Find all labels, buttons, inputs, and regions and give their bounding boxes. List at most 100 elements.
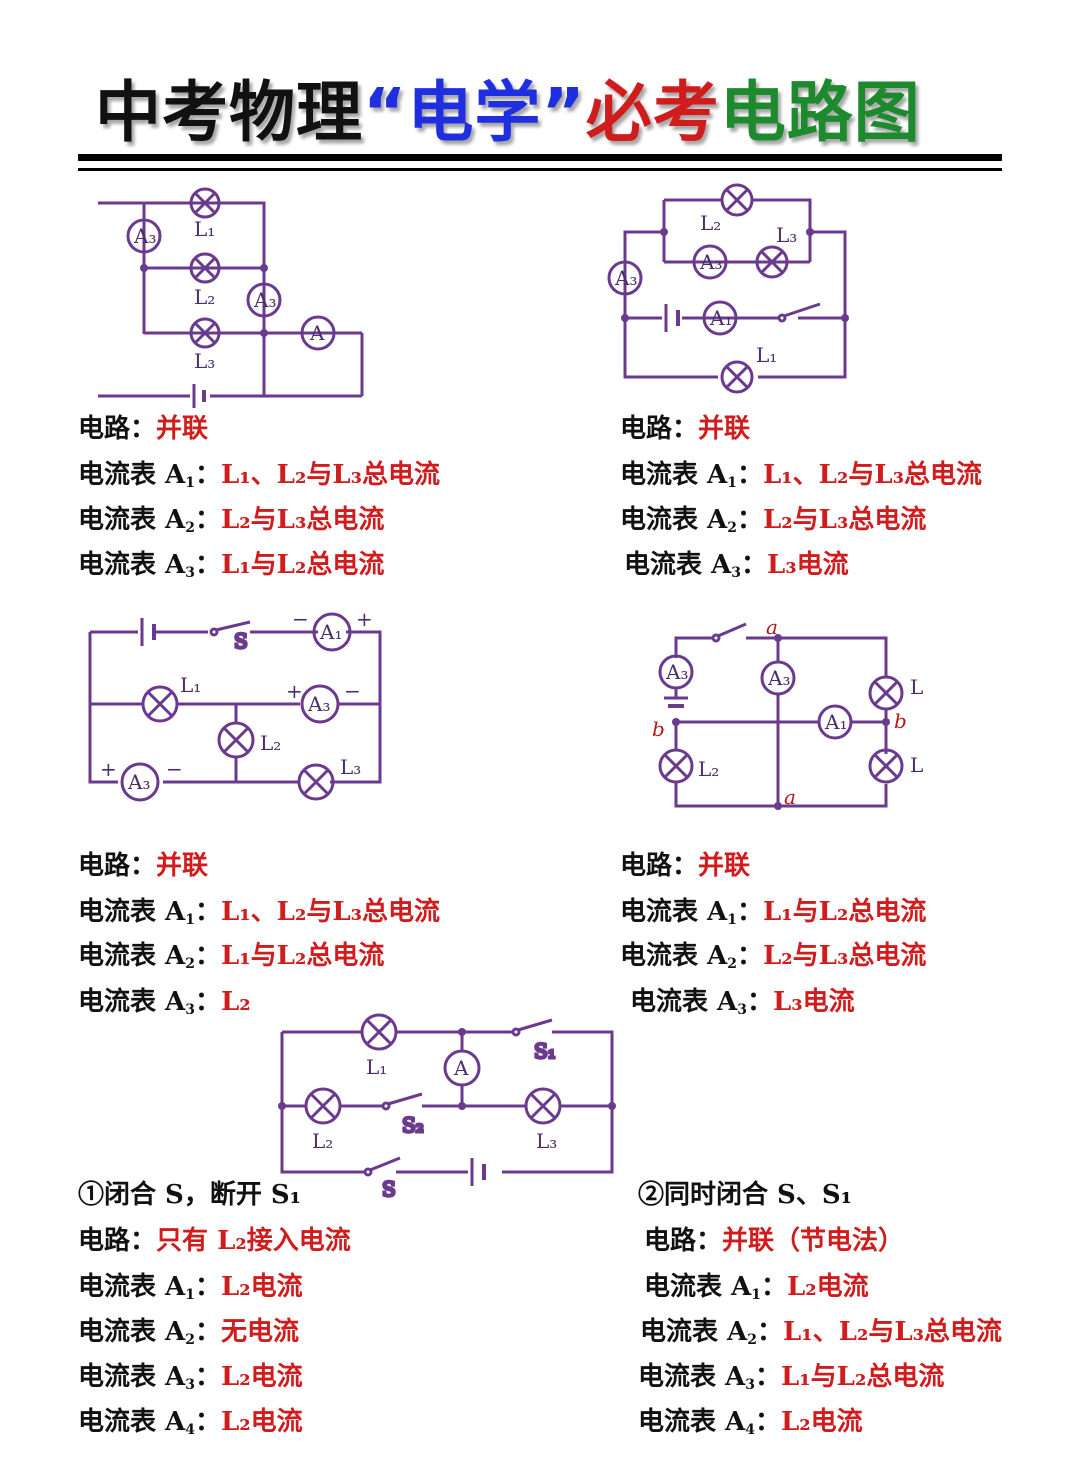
label-A: A (453, 1056, 469, 1080)
lamp-L2: L₂ (189, 252, 221, 309)
junction-node (608, 1102, 616, 1110)
case1-heading: ①闭合 S，断开 S₁ (78, 1180, 302, 1210)
label-L2: L₂ (312, 1129, 333, 1153)
label-A3: A₃ (133, 224, 156, 248)
title-rule-thick (78, 154, 1002, 161)
title-part-3: 必考 (585, 74, 720, 151)
switch-S2: S₂ (381, 1092, 425, 1139)
junction-node (278, 1102, 286, 1110)
label-A1: A₁ (824, 710, 847, 734)
p1-row-2: 电流表 A2：L₂与L₃总电流 (78, 505, 385, 536)
label-A3: A₃ (307, 692, 330, 716)
label-L3: L₃ (776, 223, 797, 247)
node-label-a-top: a (766, 615, 778, 639)
ammeter-A1: A₁ (702, 300, 738, 336)
p3-circuit-value: 并联 (156, 851, 209, 881)
label-L2: L₂ (194, 285, 215, 309)
p2-row-2: 电流表 A2：L₂与L₃总电流 (620, 505, 927, 536)
label-S2: S₂ (402, 1113, 424, 1137)
p1-row-3: 电流表 A3：L₁与L₂总电流 (78, 550, 385, 581)
junction-node (806, 228, 814, 236)
label-L1: L₁ (194, 217, 215, 241)
p2-row-3: 电流表 A3：L₃电流 (624, 550, 849, 581)
ammeter-A1: A₁ − + (292, 607, 373, 652)
p1-circuit-line: 电路：并联 (78, 414, 209, 444)
case1-circuit-line: 电路：只有 L₂接入电流 (78, 1226, 351, 1256)
battery-symbol (140, 618, 156, 646)
label-L3: L₃ (536, 1129, 557, 1153)
switch-symbol (777, 302, 821, 323)
case2-circuit-line: 电路：并联（节电法） (644, 1226, 905, 1256)
case1-row-3: 电流表 A3：L₂电流 (78, 1362, 303, 1393)
junction-node (660, 228, 668, 236)
p4-row-1: 电流表 A1：L₁与L₂总电流 (620, 897, 927, 928)
junction-node (672, 718, 680, 726)
case2-row-3: 电流表 A3：L₁与L₂总电流 (638, 1362, 945, 1393)
lamp-L1: L₁ (189, 187, 221, 241)
label-A3: A₃ (127, 770, 150, 794)
battery-symbol (192, 384, 206, 408)
lamp-L1: L₁ (720, 343, 777, 394)
label-L1: L₁ (366, 1055, 387, 1079)
title-part-2: “电学” (363, 74, 586, 151)
p4-row-3: 电流表 A3：L₃电流 (630, 987, 855, 1018)
ammeter-A3-center: A₃ (760, 660, 796, 696)
junction-node (260, 329, 268, 337)
label-A3: A₃ (614, 266, 637, 290)
label-A3: A₃ (699, 250, 722, 274)
p2-circuit-line: 电路：并联 (620, 414, 751, 444)
label-L2: L₂ (698, 757, 719, 781)
label-L1: L₁ (180, 673, 201, 697)
label-A3: A₃ (767, 666, 790, 690)
p3-circuit-line: 电路：并联 (78, 851, 209, 881)
p2-circuit-value: 并联 (698, 414, 751, 444)
case2-row-1: 电流表 A1：L₂电流 (644, 1272, 869, 1303)
circuit-diagram-4: a a b b A₃ A₃ A₁ L₂ L L (652, 615, 923, 810)
page-title: 中考物理“电学”必考电路图 (95, 68, 1005, 158)
label-L3: L₃ (340, 755, 361, 779)
lamp-L1: L₁ (141, 673, 201, 723)
label-S: S (382, 1177, 396, 1201)
node-label-b-right: b (894, 709, 907, 733)
case2-row-2: 电流表 A2：L₁、L₂与L₃总电流 (640, 1317, 1003, 1348)
ammeter-A: A (300, 315, 336, 351)
label-L1: L₁ (756, 343, 777, 367)
junction-node (774, 634, 782, 642)
p3-row-1: 电流表 A1：L₁、L₂与L₃总电流 (78, 897, 441, 928)
node-label-a-bottom: a (784, 785, 796, 809)
wires (88, 630, 382, 784)
junction-node (841, 314, 849, 322)
lamp-upper-right: L (868, 675, 923, 711)
case1-row-1: 电流表 A1：L₂电流 (78, 1272, 303, 1303)
junction-node (260, 264, 268, 272)
lamp-L1: L₁ (360, 1013, 398, 1079)
p3-row-3: 电流表 A3：L₂ (78, 987, 251, 1018)
label-minus: − (344, 679, 361, 703)
label-plus: + (286, 679, 303, 703)
ammeter-A3-left: A₃ (658, 654, 694, 690)
label-A3: A₃ (665, 660, 688, 684)
label-L2: L₂ (700, 211, 721, 235)
ammeter-A: A (443, 1049, 481, 1087)
circuit-diagram-2: L₂ L₃ L₁ A₃ A₃ A₁ (607, 183, 849, 394)
ammeter-A3-branch: A₃ (692, 244, 728, 280)
label-S: S (234, 629, 248, 653)
battery-symbol (664, 304, 680, 332)
label-L: L (910, 675, 923, 699)
battery-symbol (664, 696, 688, 708)
title-rule-thin (78, 168, 1002, 171)
p2-row-1: 电流表 A1：L₁、L₂与L₃总电流 (620, 460, 983, 491)
label-A1: A₁ (709, 306, 732, 330)
case2-row-4: 电流表 A4：L₂电流 (638, 1407, 863, 1438)
circuit-diagram-1: L₁ L₂ L₃ A₃ A₃ A (98, 187, 364, 408)
switch-S: S (363, 1156, 401, 1203)
p4-circuit-value: 并联 (698, 851, 751, 881)
lamp-L2: L₂ (700, 183, 754, 235)
p1-row-1: 电流表 A1：L₁、L₂与L₃总电流 (78, 460, 441, 491)
lamp-L3: L₃ (524, 1087, 562, 1153)
junction-node (458, 1028, 466, 1036)
junction-node (458, 1102, 466, 1110)
case2-heading: ②同时闭合 S、S₁ (638, 1180, 852, 1210)
switch-symbol: S (209, 620, 251, 655)
p4-circuit-line: 电路：并联 (620, 851, 751, 881)
